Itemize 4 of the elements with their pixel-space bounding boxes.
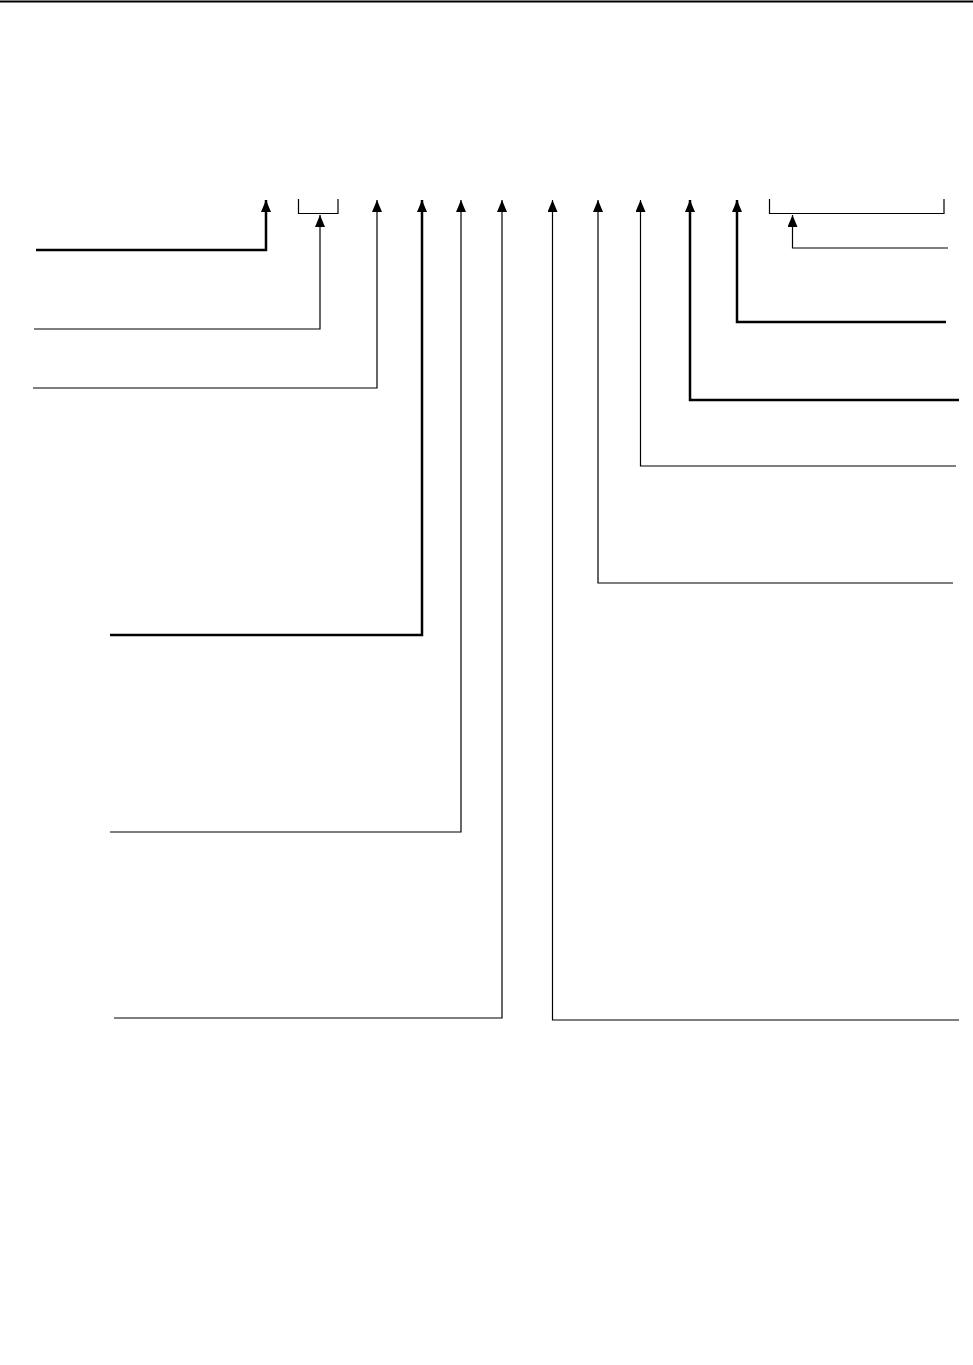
leader-line [787,214,949,249]
bracket [298,199,339,214]
bracket [769,199,945,214]
leader-line [33,214,325,330]
